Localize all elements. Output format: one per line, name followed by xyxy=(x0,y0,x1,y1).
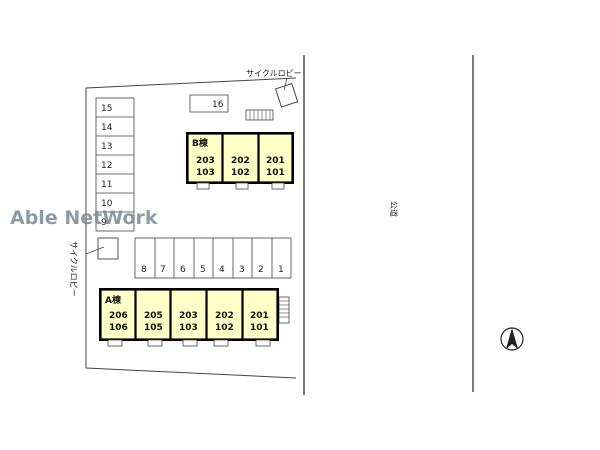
unit-a-102: 102 xyxy=(215,323,234,333)
parking-12: 12 xyxy=(101,161,112,171)
unit-b-201: 201 xyxy=(266,156,285,166)
unit-a-201: 201 xyxy=(250,311,269,321)
parking-3: 3 xyxy=(239,265,245,275)
unit-b-203: 203 xyxy=(196,156,215,166)
parking-11: 11 xyxy=(101,180,112,190)
parking-10: 10 xyxy=(101,199,113,209)
watermark: Able NetWork xyxy=(10,207,158,229)
unit-a-202: 202 xyxy=(215,311,234,321)
parking-16 xyxy=(189,94,229,113)
unit-a-5 xyxy=(242,289,278,340)
parking-7: 7 xyxy=(160,265,166,275)
cycle-lobby-left-leader xyxy=(85,246,105,255)
parking-4: 4 xyxy=(219,265,225,275)
unit-b-202: 202 xyxy=(231,156,250,166)
cycle-lobby-top-label: サイクルロビー xyxy=(246,69,302,78)
unit-b-103: 103 xyxy=(196,168,215,178)
unit-a-2 xyxy=(135,289,171,340)
unit-a-203: 203 xyxy=(179,311,198,321)
parking-5: 5 xyxy=(200,265,206,275)
parking-9: 9 xyxy=(101,218,107,228)
building-a: A棟 206 106 205 105 203 103 202 102 201 1… xyxy=(99,288,279,347)
unit-b-101: 101 xyxy=(266,168,285,178)
public-road-label: 公道 xyxy=(389,201,399,217)
parking-8: 8 xyxy=(141,265,147,275)
unit-b-102: 102 xyxy=(231,168,250,178)
unit-a-105: 105 xyxy=(144,323,163,333)
parking-13: 13 xyxy=(101,142,112,152)
property-boundary xyxy=(85,77,297,379)
parking-16-label: 16 xyxy=(212,100,224,110)
parking-15: 15 xyxy=(101,104,112,114)
unit-a-103: 103 xyxy=(179,323,198,333)
building-b: B棟 203 103 202 102 201 101 xyxy=(186,132,294,190)
unit-b-1 xyxy=(187,133,223,183)
north-arrow-icon xyxy=(500,327,524,351)
cycle-lobby-top-leader xyxy=(283,77,288,91)
parking-14: 14 xyxy=(101,123,113,133)
cycle-lobby-left xyxy=(97,237,119,260)
unit-a-106: 106 xyxy=(109,323,128,333)
unit-a-1 xyxy=(100,289,136,340)
unit-a-205: 205 xyxy=(144,311,163,321)
building-b-name: B棟 xyxy=(192,137,209,149)
stairs-b xyxy=(245,109,274,121)
unit-a-206: 206 xyxy=(109,311,128,321)
parking-left-column: 15 14 13 12 11 10 9 xyxy=(95,97,135,232)
building-a-name: A棟 xyxy=(105,294,122,306)
unit-b-3 xyxy=(258,133,293,183)
unit-a-4 xyxy=(206,289,243,340)
unit-b-2 xyxy=(222,133,259,183)
stairs-a xyxy=(278,296,290,324)
parking-bottom-row: 8 7 6 5 4 3 2 1 xyxy=(134,237,292,279)
unit-a-3 xyxy=(170,289,207,340)
parking-6: 6 xyxy=(180,265,186,275)
cycle-lobby-left-label: サイクルロビー xyxy=(69,241,78,297)
cycle-lobby-top xyxy=(274,83,299,108)
parking-2: 2 xyxy=(258,265,264,275)
parking-1: 1 xyxy=(278,265,284,275)
unit-a-101: 101 xyxy=(250,323,269,333)
